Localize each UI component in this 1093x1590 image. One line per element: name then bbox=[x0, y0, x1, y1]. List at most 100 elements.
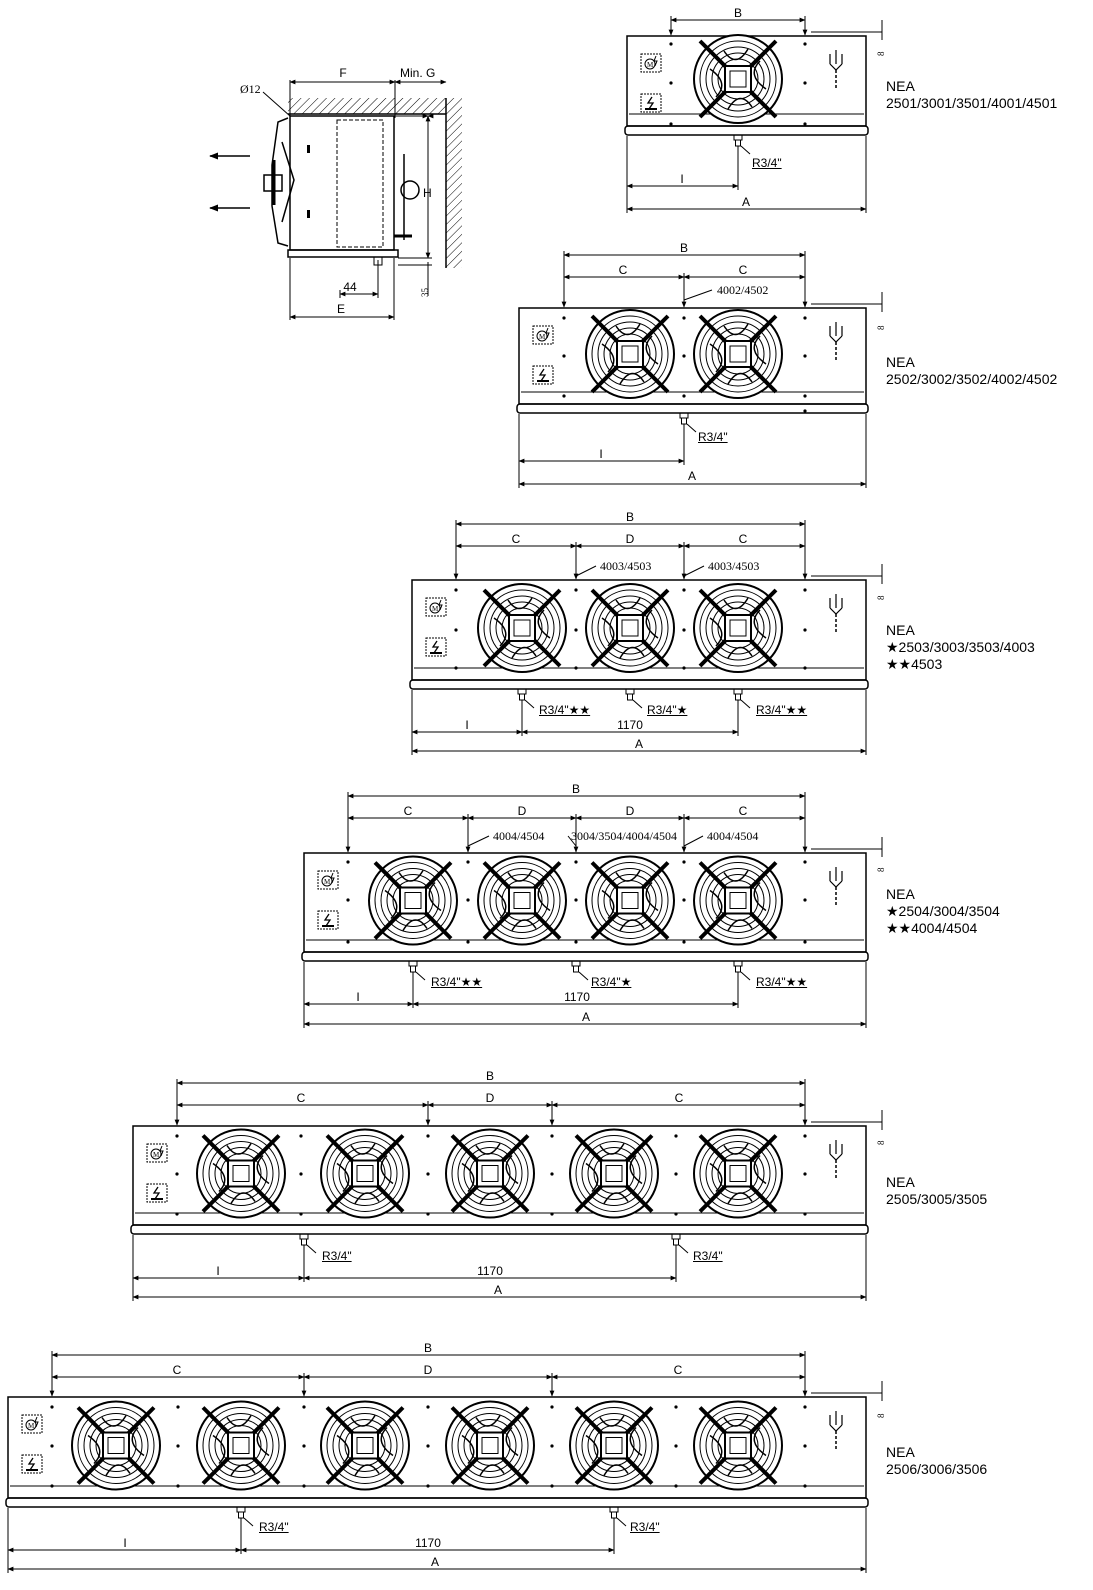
unit1-fixing-hole bbox=[803, 122, 807, 126]
unit2-fixing-hole bbox=[682, 354, 686, 358]
side-bracket-bottom bbox=[307, 210, 310, 218]
wall-hatch bbox=[446, 98, 462, 268]
unit3-fixing-hole bbox=[454, 628, 458, 632]
unit5-fan-guard-icon bbox=[692, 1127, 784, 1220]
unit2-dim-i: I bbox=[599, 447, 603, 461]
unit2-drain-leader bbox=[686, 423, 697, 433]
unit2-model-line: 2502/3002/3502/4002/4502 bbox=[886, 371, 1058, 387]
side-pipe-connection bbox=[400, 180, 420, 200]
unit5-dim-b: B bbox=[485, 1069, 495, 1083]
unit5-drain-icon bbox=[299, 1233, 309, 1246]
unit6-fixing-hole bbox=[50, 1405, 54, 1409]
fan-note-leader bbox=[567, 835, 577, 847]
unit6-fixing-hole bbox=[426, 1405, 430, 1409]
unit3-fixing-hole bbox=[454, 666, 458, 670]
unit6-motor-icon bbox=[21, 1414, 43, 1434]
unit2-fan-guard-icon bbox=[584, 308, 676, 400]
unit1-electrical-box-icon bbox=[640, 93, 662, 113]
unit2-dim-c2: C bbox=[738, 263, 748, 277]
unit4-fan-guard-icon bbox=[476, 854, 568, 947]
unit1-motor-icon bbox=[640, 53, 662, 73]
unit6-fixing-hole bbox=[302, 1444, 306, 1448]
unit4-dim-1170: 1170 bbox=[564, 990, 590, 1004]
unit3-dim-c1: C bbox=[511, 532, 521, 546]
unit5-dim-a: A bbox=[493, 1283, 503, 1297]
unit4-fan-guard-icon bbox=[367, 854, 459, 947]
unit5-fan-guard-icon bbox=[444, 1127, 536, 1220]
unit2-fixing-hole bbox=[562, 316, 566, 320]
unit4-fixing-hole bbox=[803, 898, 807, 902]
unit4-fixing-hole bbox=[682, 940, 686, 944]
unit5-dim-i: I bbox=[216, 1264, 220, 1278]
side-dim-min-g: Min. G bbox=[400, 66, 436, 80]
unit3-drain-leader bbox=[524, 699, 535, 709]
unit6-dim-b: B bbox=[423, 1341, 433, 1355]
unit5-cable-gland-icon bbox=[829, 1139, 843, 1179]
unit1-fixing-hole bbox=[669, 122, 673, 126]
unit1-fixing-hole bbox=[803, 42, 807, 46]
unit4-drain-icon bbox=[408, 960, 418, 973]
unit5-fixing-hole bbox=[550, 1134, 554, 1138]
unit6-dim-a: A bbox=[430, 1555, 440, 1569]
unit3-cable-gland-icon bbox=[829, 593, 843, 633]
unit4-fixing-hole bbox=[682, 860, 686, 864]
unit1-drip-tray bbox=[624, 125, 869, 136]
unit5-model: NEA 2505/3005/3505 bbox=[886, 1174, 987, 1208]
unit6-fixing-hole bbox=[176, 1444, 180, 1448]
unit3-drain-icon bbox=[517, 688, 527, 701]
unit6-fixing-hole bbox=[426, 1444, 430, 1448]
unit4-dim-d2: D bbox=[625, 804, 635, 818]
unit4-drain-leader bbox=[740, 971, 751, 981]
unit2-dim-b: B bbox=[679, 241, 689, 255]
unit3-drain-3: R3/4"★★ bbox=[756, 703, 808, 717]
unit4-fixing-hole bbox=[803, 860, 807, 864]
fan-note-leader bbox=[683, 565, 705, 577]
unit2-fixing-hole bbox=[803, 316, 807, 320]
unit5-dim-1170: 1170 bbox=[477, 1264, 503, 1278]
unit4-drain-3: R3/4"★★ bbox=[756, 975, 808, 989]
unit5-fixing-hole bbox=[550, 1172, 554, 1176]
unit5-fixing-hole bbox=[175, 1212, 179, 1216]
unit3-dim-d: D bbox=[625, 532, 635, 546]
unit5-fixing-hole bbox=[674, 1172, 678, 1176]
unit5-fixing-hole bbox=[175, 1172, 179, 1176]
unit5-fixing-hole bbox=[299, 1172, 303, 1176]
unit3-electrical-box-icon bbox=[425, 637, 447, 657]
unit6-dim-1170: 1170 bbox=[415, 1536, 441, 1550]
unit6-dim-d: D bbox=[423, 1363, 433, 1377]
unit6-fan-guard-icon bbox=[692, 1399, 784, 1492]
unit6-fixing-hole bbox=[302, 1405, 306, 1409]
unit4-dim-c2: C bbox=[738, 804, 748, 818]
side-dim-diameter-leader bbox=[262, 91, 291, 117]
unit3-dim-i: I bbox=[465, 718, 469, 732]
unit6-fixing-hole bbox=[426, 1484, 430, 1488]
unit3-dim-a: A bbox=[634, 737, 644, 751]
unit5-motor-icon bbox=[146, 1143, 168, 1163]
unit5-model-line: NEA bbox=[886, 1174, 915, 1190]
unit6-dim-c1: C bbox=[172, 1363, 182, 1377]
unit3-fixing-hole bbox=[454, 588, 458, 592]
unit3-fixing-hole bbox=[682, 666, 686, 670]
unit5-drain-icon bbox=[671, 1233, 681, 1246]
unit2-electrical-box-icon bbox=[532, 365, 554, 385]
unit2-fan-note: 4002/4502 bbox=[717, 283, 769, 297]
side-dim-35: 35 bbox=[420, 288, 430, 297]
unit4-dim-c1: C bbox=[403, 804, 413, 818]
unit1-fixing-hole bbox=[803, 81, 807, 85]
unit6-fixing-hole bbox=[803, 1405, 807, 1409]
unit6-drain-2: R3/4" bbox=[630, 1520, 660, 1534]
unit5-fixing-hole bbox=[674, 1212, 678, 1216]
unit4-fixing-hole bbox=[346, 898, 350, 902]
unit4-dim-d1: D bbox=[517, 804, 527, 818]
unit5-fixing-hole bbox=[674, 1134, 678, 1138]
fan-note-leader bbox=[575, 565, 597, 577]
unit6-fixing-hole bbox=[674, 1444, 678, 1448]
unit3-fan-guard-icon bbox=[692, 582, 784, 674]
unit5-fan-guard-icon bbox=[319, 1127, 411, 1220]
unit3-fixing-hole bbox=[803, 628, 807, 632]
unit1-model-line: 2501/3001/3501/4001/4501 bbox=[886, 95, 1058, 111]
unit5-fixing-hole bbox=[803, 1212, 807, 1216]
ceiling-hatch bbox=[288, 98, 446, 114]
unit4-dim-i: I bbox=[356, 990, 360, 1004]
